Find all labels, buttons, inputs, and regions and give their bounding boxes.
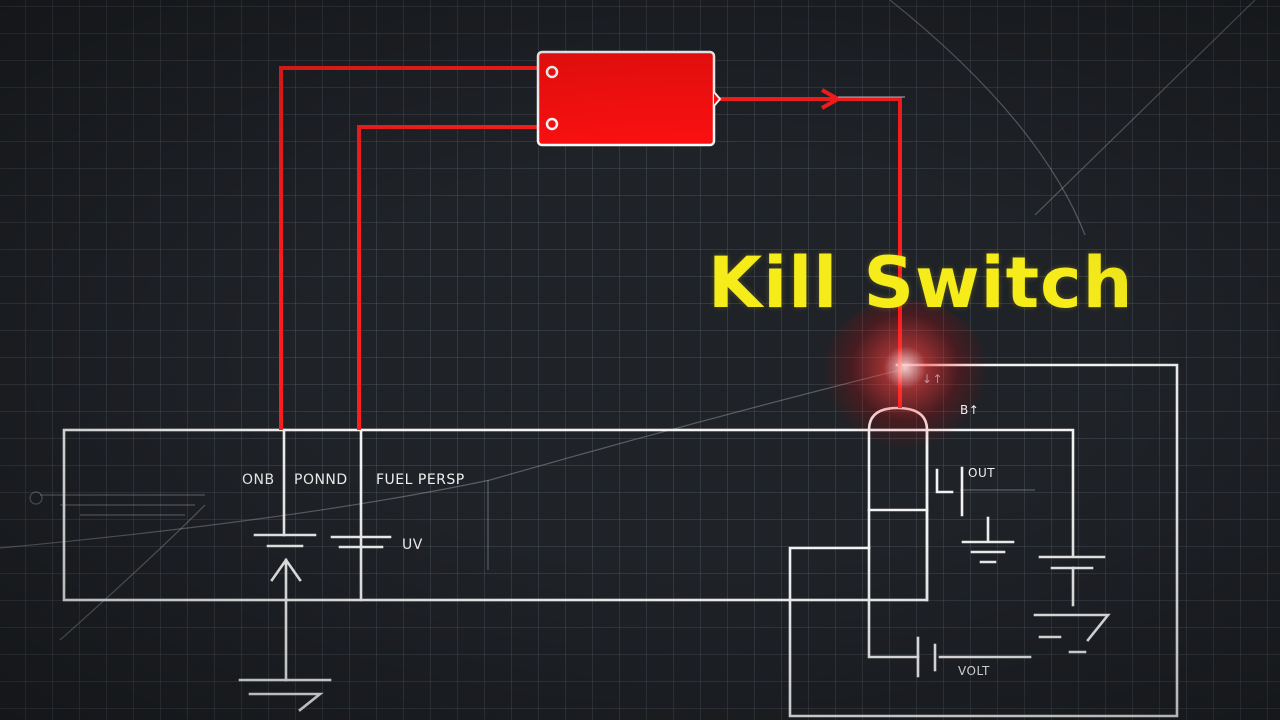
diagram-title: Kill Switch — [708, 242, 1134, 324]
red-wire-inner — [357, 125, 540, 430]
label-out: OUT — [968, 466, 996, 480]
relay-terminal-2 — [545, 117, 559, 131]
label-volt: VOLT — [958, 664, 990, 678]
red-wire-outer — [279, 66, 540, 430]
relay-terminal-1 — [545, 65, 559, 79]
faint-arc-line — [889, 0, 1086, 236]
label-one: ONB — [242, 472, 275, 488]
label-top-mark: ↓↑ — [922, 372, 944, 386]
bottom-capacitor-wire — [867, 598, 1032, 659]
red-arrow-head — [821, 88, 843, 110]
label-bt: B↑ — [960, 403, 980, 417]
faint-circle-mark — [29, 491, 43, 505]
relay-output-terminal — [713, 91, 722, 107]
kill-switch-body — [867, 406, 929, 602]
faint-sweep-line — [0, 369, 901, 549]
outer-right-enclosure — [788, 363, 1179, 718]
main-circuit-box — [62, 428, 929, 602]
ground-symbol-slant — [248, 692, 324, 712]
label-uv: UV — [402, 537, 423, 553]
faint-sweep-line-2 — [59, 504, 206, 641]
right-ground-symbol — [1033, 613, 1111, 654]
label-fuel-pump: FUEL PERSP — [376, 472, 465, 488]
left-component-arrow — [270, 557, 302, 682]
out-switch — [935, 466, 964, 517]
faint-hatch — [40, 494, 205, 516]
faint-diagonal-line — [1034, 0, 1256, 216]
relay-box — [536, 50, 716, 147]
label-pond: PONND — [294, 472, 348, 488]
